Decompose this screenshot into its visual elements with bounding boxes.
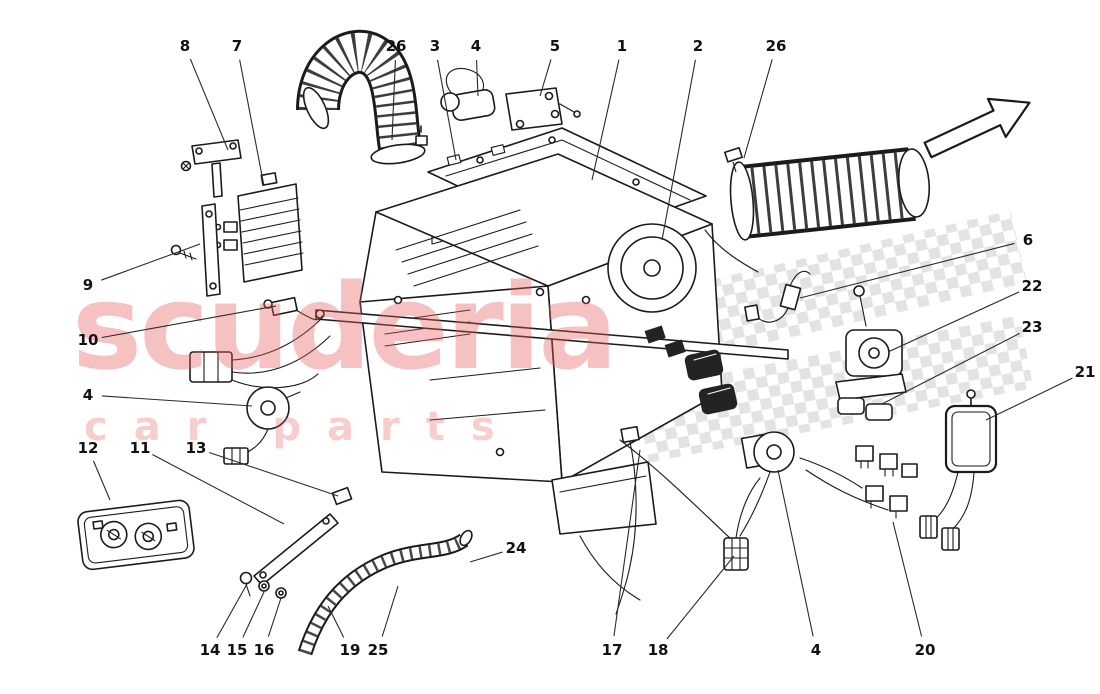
relay-cluster — [799, 445, 918, 519]
leader-line-4 — [777, 469, 814, 637]
leader-line-13 — [209, 451, 339, 497]
callout-11: 11 — [130, 439, 151, 457]
brand-watermark: scuderia car parts — [72, 258, 618, 450]
mounting-bracket-8 — [191, 139, 242, 198]
actuator-right — [739, 431, 795, 537]
callout-5: 5 — [550, 37, 560, 55]
callout-26: 26 — [386, 37, 407, 55]
leader-line-10 — [101, 305, 277, 339]
leader-line-15 — [242, 591, 265, 638]
leader-line-22 — [887, 291, 1020, 353]
temperature-sensor — [263, 296, 323, 321]
callout-19: 19 — [340, 641, 361, 659]
callout-21: 21 — [1075, 363, 1096, 381]
leader-line-21 — [985, 377, 1073, 421]
mounting-bracket-9 — [170, 160, 221, 297]
leader-line-1 — [591, 59, 620, 181]
bottom-duct — [551, 461, 657, 535]
callout-3: 3 — [430, 37, 440, 55]
leader-line-7 — [239, 59, 265, 187]
callout-2: 2 — [693, 37, 703, 55]
callout-4: 4 — [811, 641, 821, 659]
leader-line-20 — [892, 521, 923, 637]
callout-8: 8 — [180, 37, 190, 55]
leader-line-6 — [799, 242, 1015, 299]
callout-9: 9 — [83, 276, 93, 294]
leader-line-8 — [189, 58, 229, 151]
leader-line-12 — [92, 460, 111, 501]
callout-4: 4 — [471, 37, 481, 55]
connector-block — [189, 317, 331, 389]
leader-line-26 — [391, 59, 396, 141]
blower-outlet — [607, 223, 697, 313]
callout-26: 26 — [766, 37, 787, 55]
leader-line-25 — [381, 585, 399, 637]
leader-line-26 — [743, 59, 773, 159]
wiring-harness-center — [579, 425, 733, 615]
callout-14: 14 — [200, 641, 221, 659]
finned-block — [214, 172, 304, 283]
callout-24: 24 — [506, 539, 527, 557]
bracket-11 — [253, 486, 353, 586]
sensor-plug-6 — [744, 270, 811, 323]
intake-hose — [296, 29, 424, 164]
direction-arrow-icon — [923, 97, 1031, 159]
leader-line-9 — [100, 243, 201, 281]
leader-line-17 — [613, 449, 641, 637]
callout-6: 6 — [1023, 231, 1033, 249]
fasteners-14-15-16 — [239, 571, 287, 599]
leader-line-18 — [666, 555, 735, 640]
callout-13: 13 — [186, 439, 207, 457]
hose-clamp — [370, 125, 428, 165]
leader-line-11 — [152, 454, 285, 525]
leader-line-19 — [327, 605, 345, 638]
callout-23: 23 — [1022, 318, 1043, 336]
leader-line-16 — [267, 597, 282, 637]
callout-4: 4 — [83, 386, 93, 404]
callout-12: 12 — [78, 439, 99, 457]
callout-15: 15 — [227, 641, 248, 659]
solenoid-valve — [440, 68, 581, 131]
clamp-23 — [837, 397, 893, 421]
ecu-box — [919, 389, 998, 551]
flap-motors — [644, 229, 759, 415]
callout-22: 22 — [1022, 277, 1043, 295]
brand-watermark-tagline: car parts — [84, 404, 521, 450]
leader-line-3 — [436, 59, 457, 161]
callout-25: 25 — [368, 641, 389, 659]
control-panel — [77, 499, 195, 571]
leader-line-4 — [476, 59, 479, 97]
callout-18: 18 — [648, 641, 669, 659]
leader-line-5 — [539, 59, 552, 97]
leader-line-23 — [881, 332, 1020, 405]
callout-20: 20 — [915, 641, 936, 659]
leader-line-14 — [216, 583, 248, 639]
air-duct-hose — [723, 146, 931, 241]
leader-line-2 — [661, 59, 696, 241]
actuator-left — [223, 386, 301, 465]
relay-connector-18 — [723, 477, 761, 571]
brand-watermark-text: scuderia — [72, 258, 615, 396]
callout-17: 17 — [602, 641, 623, 659]
callout-16: 16 — [254, 641, 275, 659]
callout-1: 1 — [617, 37, 627, 55]
callout-7: 7 — [232, 37, 242, 55]
actuator-22 — [835, 285, 907, 401]
leader-line-24 — [469, 551, 503, 563]
drain-hose — [297, 529, 473, 656]
leader-line-4 — [101, 395, 253, 407]
callout-10: 10 — [78, 331, 99, 349]
